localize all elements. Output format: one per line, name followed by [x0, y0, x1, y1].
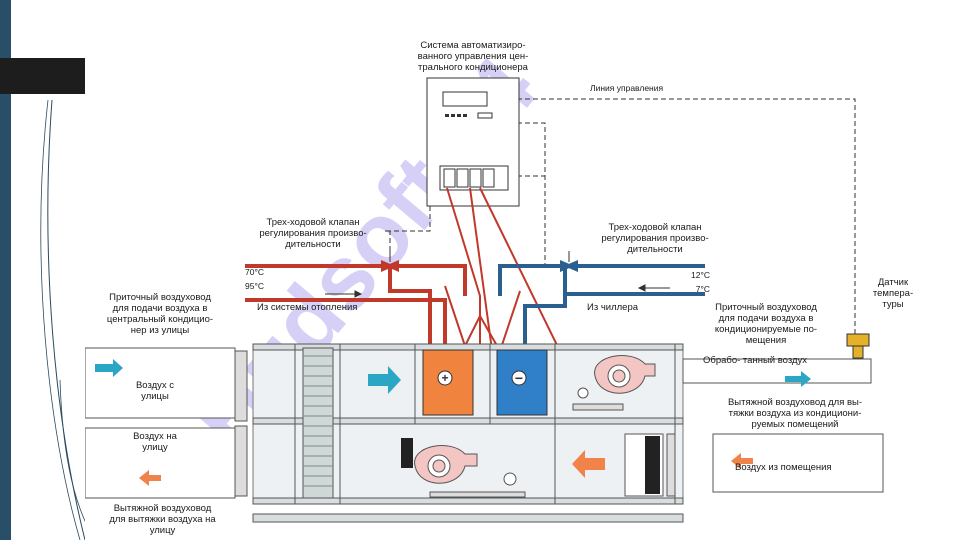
label-exhaust-duct-right: Вытяжной воздуховод для вы- тяжки воздух… [727, 397, 863, 430]
ducts [85, 347, 884, 499]
cooler-symbol: − [515, 370, 523, 386]
label-supply-duct-left: Приточный воздуховод для подачи воздуха … [106, 292, 214, 336]
slide-title-bar [0, 58, 85, 94]
arrow-air-in-icon [95, 359, 123, 377]
exhaust-fan [401, 438, 526, 498]
exhaust-filter [624, 433, 676, 497]
label-supply-duct-right: Приточный воздуховод для подачи воздуха … [714, 302, 818, 346]
filter-grille [302, 347, 334, 499]
cooling-pipes [498, 264, 705, 411]
pipe-arrows [325, 284, 670, 298]
label-temp-12: 12°С [691, 270, 710, 280]
temperature-sensor-device [846, 333, 870, 359]
arrow-treated-icon [785, 371, 811, 387]
label-control-system: Система автоматизиро- ванного управления… [417, 40, 529, 73]
arrow-air-out-icon [139, 470, 161, 486]
intake-dampers [234, 350, 248, 497]
arrow-room-air-icon [731, 453, 753, 469]
label-air-to-street: Воздух на улицу [133, 431, 177, 453]
arrow-supply-icon [368, 366, 401, 394]
diagram-graphics: Hudsoft 24 [85, 39, 884, 523]
supply-fan [572, 355, 656, 411]
valve-left-symbol [381, 251, 399, 272]
label-temp-95: 95°С [245, 281, 264, 291]
label-treated-air: Обрабо- танный воздух [703, 355, 808, 366]
label-exhaust-duct-left: Вытяжной воздуховод для вытяжки воздуха … [109, 503, 216, 536]
heater-coil: + [422, 349, 474, 416]
label-valve-left: Трех-ходовой клапан регулирования произв… [259, 217, 367, 250]
label-valve-right: Трех-ходовой клапан регулирования произв… [601, 222, 709, 255]
control-lines [385, 98, 856, 336]
valve-right-symbol [560, 251, 578, 272]
label-air-from-street: Воздух с улицы [135, 380, 175, 402]
cooler-coil: − [496, 349, 548, 416]
decorative-curves [40, 99, 90, 540]
label-sensor: Датчик темпера- туры [872, 277, 914, 310]
label-temp-70: 70°С [245, 267, 264, 277]
hvac-diagram: Hudsoft 24 [85, 26, 921, 540]
controller-cabinet [426, 77, 520, 207]
label-from-chiller: Из чиллера [587, 302, 639, 313]
label-from-heating: Из системы отопления [257, 302, 358, 313]
label-control-line: Линия управления [590, 83, 664, 93]
arrow-exhaust-icon [572, 450, 605, 478]
heater-symbol: + [441, 371, 448, 385]
label-temp-7: 7°С [695, 284, 710, 294]
slide-sidebar [0, 0, 11, 540]
air-arrows [95, 359, 811, 486]
label-air-from-room: Воздух из помещения [735, 462, 832, 473]
